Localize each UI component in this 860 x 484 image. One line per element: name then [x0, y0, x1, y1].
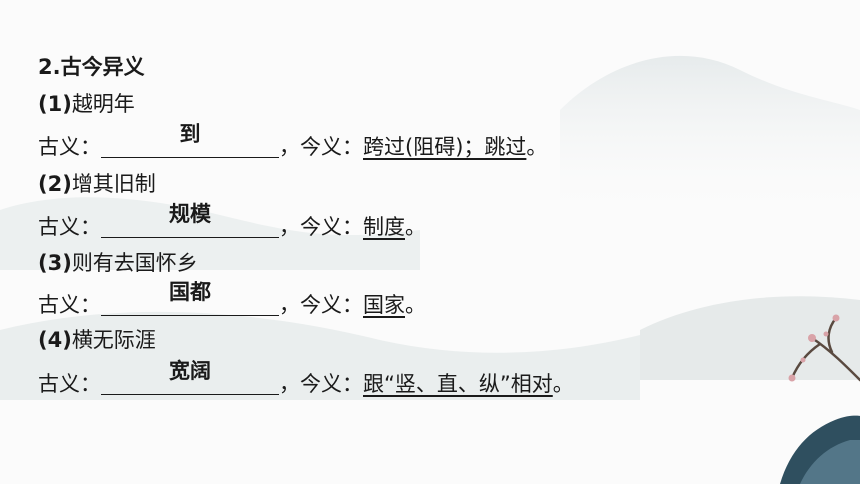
modern-meaning: 国家	[363, 293, 405, 317]
item-2-meaning: 古义： 规模 ，今义：制度。	[38, 202, 426, 241]
ancient-label: 古义：	[38, 372, 101, 396]
item-2-heading: (2)增其旧制	[38, 167, 156, 201]
section-title: 2.古今异义	[38, 55, 145, 79]
end-mark: 。	[405, 215, 426, 239]
item-3-heading: (3)则有去国怀乡	[38, 246, 198, 280]
item-number: (2)	[38, 172, 72, 196]
answer-blank: 国都	[101, 280, 279, 316]
modern-label: ，今义：	[279, 293, 363, 317]
rock-highlight	[800, 440, 860, 484]
modern-meaning: 制度	[363, 215, 405, 239]
distant-mountain-right	[560, 55, 860, 210]
ancient-answer: 宽阔	[169, 359, 211, 383]
item-number: (4)	[38, 328, 72, 352]
item-phrase: 则有去国怀乡	[71, 251, 198, 275]
end-mark: 。	[405, 293, 426, 317]
modern-meaning: 跨过(阻碍)；跳过	[363, 135, 527, 159]
end-mark: 。	[552, 372, 574, 396]
ancient-answer: 规模	[169, 202, 211, 226]
ancient-answer: 到	[179, 122, 201, 146]
answer-blank: 规模	[101, 202, 279, 238]
modern-label: ，今义：	[279, 135, 363, 159]
distant-mountain-low-right	[640, 296, 860, 380]
ancient-label: 古义：	[38, 293, 101, 317]
item-number: (3)	[38, 251, 72, 275]
end-mark: 。	[526, 135, 548, 159]
ancient-label: 古义：	[38, 215, 101, 239]
item-phrase: 增其旧制	[71, 172, 156, 196]
answer-blank: 到	[101, 122, 279, 158]
item-3-meaning: 古义： 国都 ，今义：国家。	[38, 280, 426, 319]
item-phrase: 越明年	[71, 92, 135, 116]
ancient-answer: 国都	[169, 280, 211, 304]
answer-blank: 宽阔	[101, 359, 279, 395]
item-1-meaning: 古义： 到 ，今义：跨过(阻碍)；跳过。	[38, 122, 548, 161]
modern-label: ，今义：	[279, 372, 363, 396]
item-4-meaning: 古义： 宽阔 ，今义：跟“竖、直、纵”相对。	[38, 359, 574, 398]
mist-band-left	[0, 197, 420, 270]
modern-meaning: 跟“竖、直、纵”相对	[363, 372, 553, 396]
item-phrase: 横无际涯	[71, 328, 156, 352]
ancient-label: 古义：	[38, 135, 101, 159]
mist-band-middle	[0, 311, 640, 400]
item-number: (1)	[38, 92, 72, 116]
modern-label: ，今义：	[279, 215, 363, 239]
item-1-heading: (1)越明年	[38, 87, 135, 121]
plum-blossoms	[788, 314, 840, 382]
item-4-heading: (4)横无际涯	[38, 323, 156, 357]
